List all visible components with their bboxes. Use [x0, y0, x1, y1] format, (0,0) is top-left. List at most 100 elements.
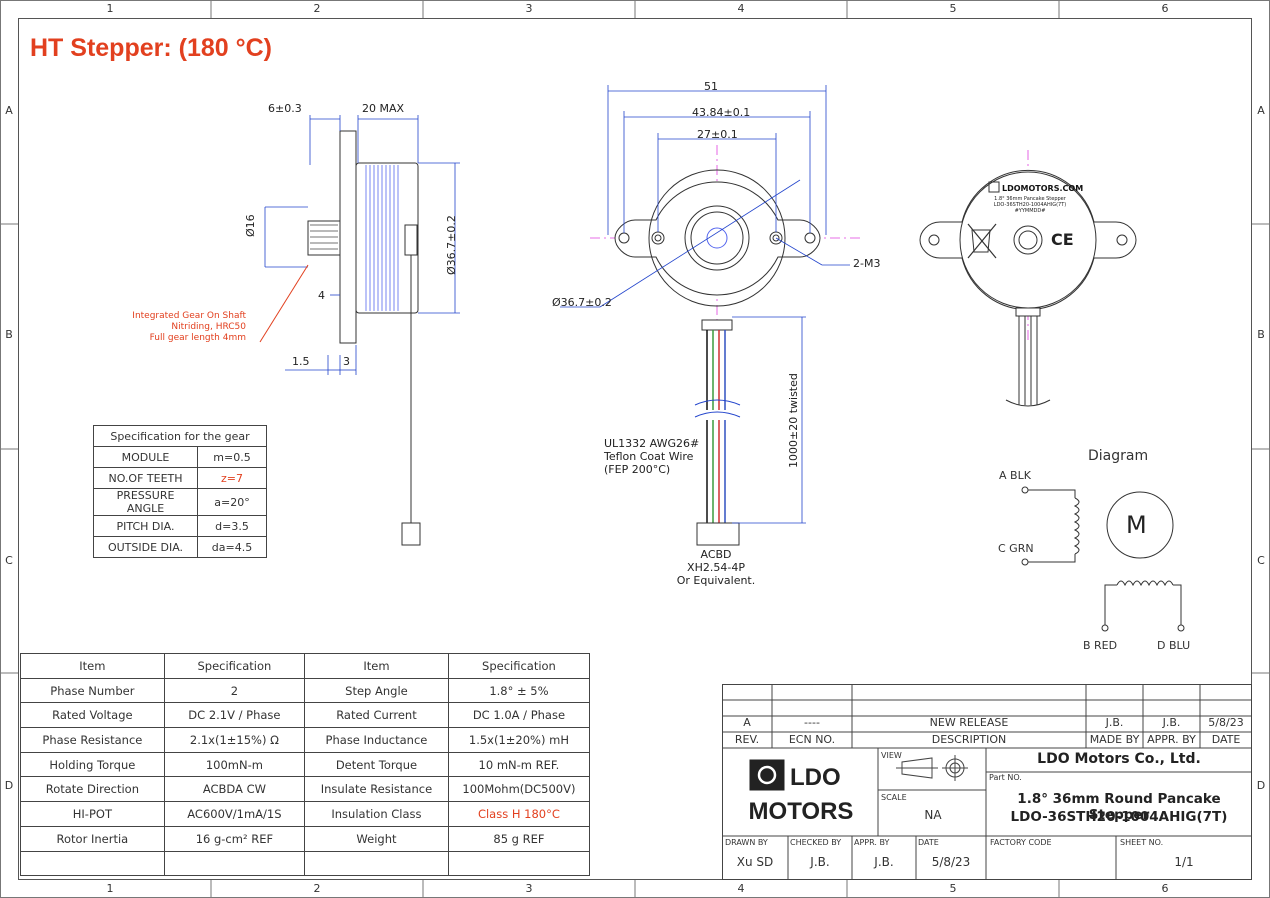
checked-by-value: J.B.: [810, 855, 830, 869]
wiring-diagram: [1021, 486, 1185, 632]
frame-col-2: 2: [313, 2, 321, 15]
spec-cell: 100Mohm(DC500V): [447, 776, 591, 803]
frame-col-3: 3: [525, 2, 533, 15]
date-header: DATE: [1211, 733, 1241, 746]
spec-cell: Detent Torque: [304, 751, 449, 778]
gear-spec-label: MODULE: [93, 446, 198, 468]
ce-mark: CE: [1051, 230, 1074, 249]
part-description: 1.8° 36mm Round Pancake Stepper: [1017, 791, 1221, 823]
spec-cell: 1.8° ± 5%: [447, 677, 591, 704]
dim-dia-front: Ø36.7±0.2: [552, 296, 612, 309]
table-row: Phase Resistance 2.1x(1±15%) Ω Phase Ind…: [20, 727, 591, 753]
spec-cell: Weight: [304, 825, 449, 852]
date-label: DATE: [918, 838, 939, 847]
rev-date: 5/8/23: [1208, 716, 1244, 729]
spec-header: Specification: [447, 653, 591, 679]
rev-desc: NEW RELEASE: [929, 716, 1009, 729]
gear-spec-table: Specification for the gear MODULE m=0.5 …: [93, 425, 267, 558]
part-number: LDO-36STH20-1004AHIG(7T): [1010, 809, 1228, 825]
spec-cell: 2.1x(1±15%) Ω: [163, 727, 306, 753]
dim-length: 20 MAX: [362, 102, 405, 115]
gear-spec-value: z=7: [197, 467, 267, 489]
frame-col-5-bottom: 5: [949, 882, 957, 895]
dim-body-dia: Ø36.7±0.2: [445, 215, 458, 275]
pin-b-red: B RED: [1083, 639, 1118, 652]
frame-row-d: D: [4, 779, 14, 792]
gear-spec-header: Specification for the gear: [93, 425, 267, 447]
spec-cell: DC 1.0A / Phase: [447, 702, 591, 729]
appr-by-header: APPR. BY: [1147, 733, 1196, 746]
table-row: Rotate Direction ACBDA CW Insulate Resis…: [20, 776, 591, 803]
view-label: VIEW: [881, 751, 902, 760]
connector-note: ACBD XH2.54-4P Or Equivalent.: [666, 548, 766, 587]
spec-cell: 2: [163, 677, 306, 704]
frame-col-5: 5: [949, 2, 957, 15]
frame-col-4-bottom: 4: [737, 882, 745, 895]
table-row: Rotor Inertia 16 g-cm² REF Weight 85 g R…: [20, 825, 591, 852]
connector-note-line-1: ACBD: [700, 548, 732, 561]
spec-cell: [447, 850, 591, 877]
ecn-header: ECN NO.: [788, 733, 836, 746]
frame-col-4: 4: [737, 2, 745, 15]
spec-cell: 100mN-m: [163, 751, 306, 778]
diagram-title: Diagram: [1088, 448, 1149, 464]
table-row: Rated Voltage DC 2.1V / Phase Rated Curr…: [20, 702, 591, 729]
back-view: [919, 150, 1140, 407]
front-view: [560, 85, 860, 546]
frame-row-c-right: C: [1257, 554, 1265, 567]
spec-cell: DC 2.1V / Phase: [163, 702, 306, 729]
rev-appr-by: J.B.: [1162, 716, 1181, 729]
gear-spec-label: OUTSIDE DIA.: [93, 536, 198, 558]
dim-4: 4: [318, 289, 325, 302]
gear-note-line-2: Nitriding, HRC50: [171, 322, 246, 332]
spec-cell: AC600V/1mA/1S: [163, 801, 306, 827]
checked-by-label: CHECKED BY: [790, 838, 842, 847]
spec-cell: Phase Number: [20, 677, 165, 704]
frame-row-d-right: D: [1256, 779, 1266, 792]
spec-cell: Phase Resistance: [20, 727, 165, 753]
pin-a-blk: A BLK: [999, 469, 1031, 482]
frame-row-a-right: A: [1257, 104, 1265, 117]
spec-cell: Step Angle: [304, 677, 449, 704]
rev-header: REV.: [734, 733, 760, 746]
drawn-by-value: Xu SD: [736, 855, 774, 869]
pin-d-blu: D BLU: [1157, 639, 1191, 652]
company-name: LDO Motors Co., Ltd.: [1037, 751, 1201, 767]
factory-code-label: FACTORY CODE: [990, 838, 1052, 847]
spec-cell: Phase Inductance: [304, 727, 449, 753]
wire-note-line-1: UL1332 AWG26#: [604, 437, 700, 450]
frame-col-6-bottom: 6: [1161, 882, 1169, 895]
pin-c-grn: C GRN: [998, 542, 1034, 555]
gear-spec-value: m=0.5: [197, 446, 267, 468]
frame-col-3-bottom: 3: [525, 882, 533, 895]
spec-cell: ACBDA CW: [163, 776, 306, 803]
spec-header: Item: [20, 653, 165, 679]
frame-col-1: 1: [106, 2, 114, 15]
dim-3: 3: [343, 355, 350, 368]
logo-motors: MOTORS: [748, 798, 854, 825]
spec-cell: Insulation Class: [304, 801, 449, 827]
gear-spec-value: a=20°: [197, 488, 267, 516]
motor-symbol: M: [1126, 511, 1147, 539]
gear-spec-label: NO.OF TEETH: [93, 467, 198, 489]
dim-51: 51: [704, 80, 718, 93]
spec-cell: Insulate Resistance: [304, 776, 449, 803]
table-row: HI-POT AC600V/1mA/1S Insulation Class Cl…: [20, 801, 591, 827]
appr-by-value: J.B.: [874, 855, 894, 869]
drawn-by-label: DRAWN BY: [725, 838, 768, 847]
table-row: [20, 850, 591, 877]
spec-header: Item: [304, 653, 449, 679]
wire-note-line-2: Teflon Coat Wire: [604, 450, 694, 463]
frame-col-1-bottom: 1: [106, 882, 114, 895]
gear-spec-label: PITCH DIA.: [93, 515, 198, 537]
gear-spec-value: d=3.5: [197, 515, 267, 537]
title-block-grid: [722, 684, 1252, 880]
spec-cell: 1.5x(1±20%) mH: [447, 727, 591, 753]
table-row: Holding Torque 100mN-m Detent Torque 10 …: [20, 751, 591, 778]
sheet-no-label: SHEET NO.: [1120, 838, 1164, 847]
sheet-no-value: 1/1: [1174, 855, 1194, 869]
frame-row-b-right: B: [1257, 328, 1265, 341]
spec-cell: Holding Torque: [20, 751, 165, 778]
desc-header: DESCRIPTION: [931, 733, 1007, 746]
spec-cell: HI-POT: [20, 801, 165, 827]
